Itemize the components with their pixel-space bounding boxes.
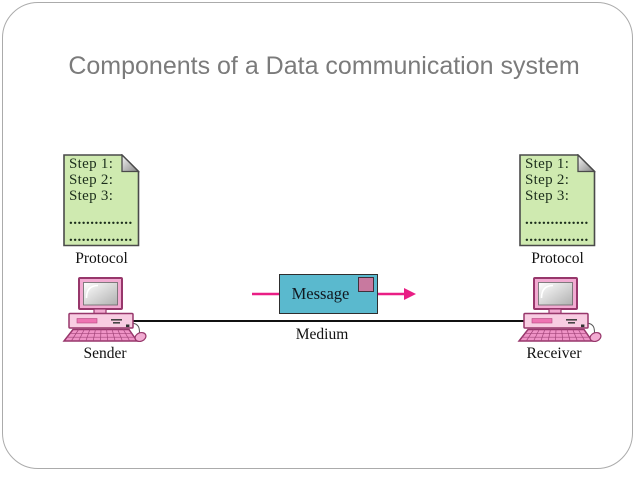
dog-ear-document-icon xyxy=(519,154,596,247)
message-square xyxy=(358,276,374,292)
message-label: Message xyxy=(291,284,350,303)
note-step-line: Step 2: xyxy=(525,172,570,188)
protocol-note-right: Step 1: Step 2: Step 3: ............... … xyxy=(519,154,596,247)
note-dots-line: ............... xyxy=(525,212,589,228)
note-dots-line: ............... xyxy=(69,228,133,245)
protocol-note-text: Step 1: Step 2: Step 3: ............... … xyxy=(63,154,140,247)
note-dots-line: ............... xyxy=(69,212,133,228)
note-dots-line: ............... xyxy=(525,228,589,245)
note-step-line: Step 1: xyxy=(69,156,114,172)
desktop-computer-icon xyxy=(62,277,147,343)
dog-ear-document-icon xyxy=(63,154,140,247)
sender-label: Sender xyxy=(83,345,127,362)
protocol-caption-left: Protocol xyxy=(75,250,128,267)
receiver-label: Receiver xyxy=(526,345,582,362)
note-step-line: Step 3: xyxy=(525,188,570,204)
rightward-transmission-arrow-icon xyxy=(252,288,416,300)
protocol-note-text: Step 1: Step 2: Step 3: ............... … xyxy=(519,154,596,247)
slide-title: Components of a Data communication syste… xyxy=(68,52,580,80)
desktop-computer-icon xyxy=(517,277,602,343)
protocol-caption-right: Protocol xyxy=(531,250,584,267)
note-step-line: Step 3: xyxy=(69,188,114,204)
protocol-note-left: Step 1: Step 2: Step 3: ............... … xyxy=(63,154,140,247)
medium-label: Medium xyxy=(295,326,349,343)
medium-line xyxy=(133,320,524,322)
note-step-line: Step 1: xyxy=(525,156,570,172)
note-step-line: Step 2: xyxy=(69,172,114,188)
message-box: Message xyxy=(279,274,378,314)
